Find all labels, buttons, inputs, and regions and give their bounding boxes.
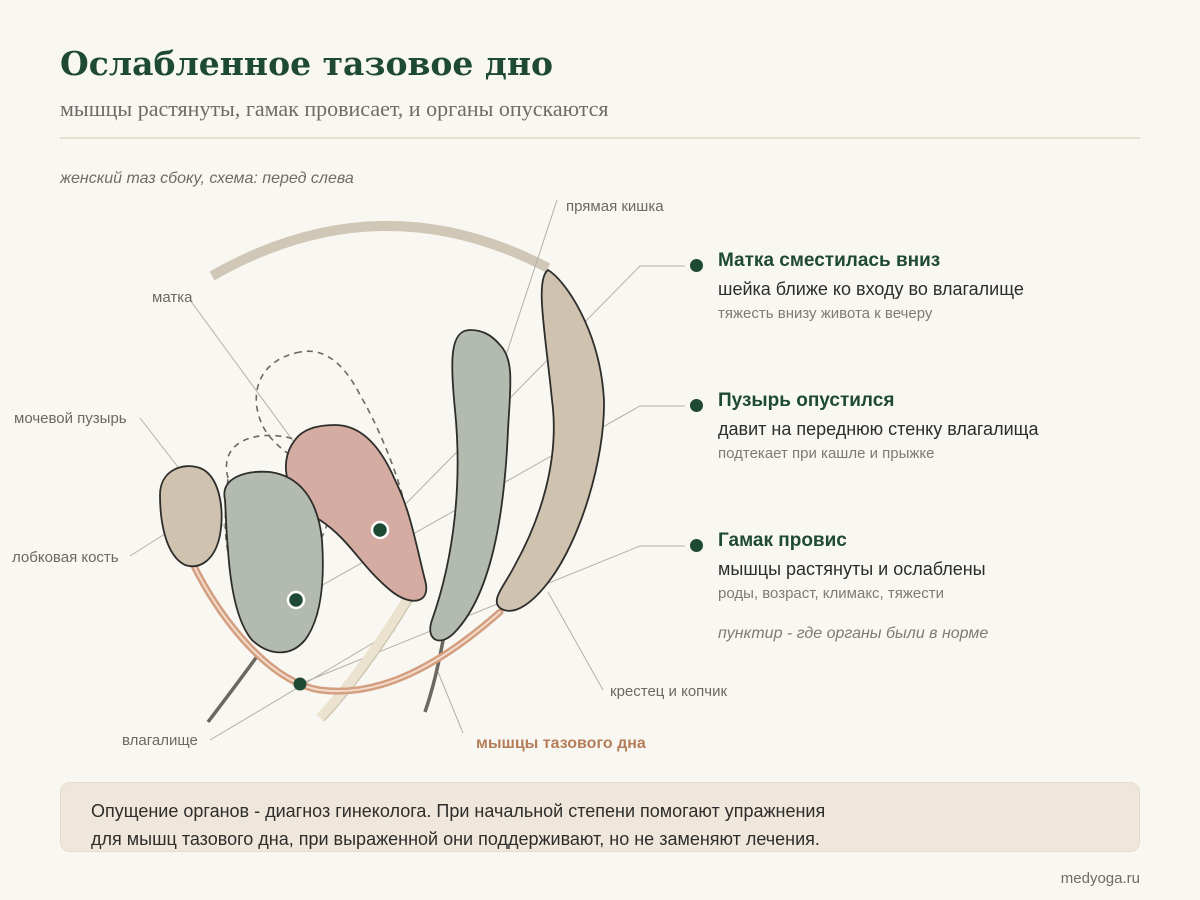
anal-canal-line <box>423 634 446 713</box>
label-sacrum-coccyx: крестец и копчик <box>610 683 727 700</box>
rectum <box>429 329 512 642</box>
disclaimer-line-1: Опущение органов - диагноз гинеколога. П… <box>91 801 826 821</box>
connector-uterus-note <box>379 265 685 531</box>
vagina-tube-edge <box>323 592 418 722</box>
uterus <box>285 424 428 602</box>
note-bullet-dot <box>690 259 703 272</box>
note-text: давит на переднюю стенку влагалища <box>718 419 1039 439</box>
bladder <box>223 470 324 654</box>
urethra-line <box>206 653 260 724</box>
leader-line-sacrum <box>547 591 604 691</box>
diagram-caption: женский таз сбоку, схема: перед слева <box>60 170 354 187</box>
pelvic-floor-muscle-highlight <box>191 561 501 693</box>
note-bullet-dot <box>690 399 703 412</box>
site-link[interactable]: medyoga.ru <box>1060 870 1140 887</box>
note-subtext: тяжесть внизу живота к вечеру <box>718 305 933 322</box>
vagina-tube <box>316 587 418 722</box>
page-title: Ослабленное тазовое дно <box>60 44 554 83</box>
note-subtext: роды, возраст, климакс, тяжести <box>718 585 945 602</box>
note-text: мышцы растянуты и ослаблены <box>718 559 986 579</box>
sacrum-coccyx <box>495 268 605 612</box>
dashed-line-legend: пунктир - где органы были в норме <box>718 625 989 642</box>
label-pubic-bone: лобковая кость <box>12 549 119 566</box>
bladder-marker-dot <box>286 590 306 610</box>
disclaimer-box: Опущение органов - диагноз гинеколога. П… <box>60 782 1140 852</box>
note-subtext: подтекает при кашле и прыжке <box>718 445 935 462</box>
note-text: шейка ближе ко входу во влагалище <box>718 279 1024 299</box>
label-bladder: мочевой пузырь <box>14 410 127 427</box>
label-uterus: матка <box>152 289 193 306</box>
uterus-normal-outline <box>255 350 407 531</box>
label-rectum: прямая кишка <box>566 198 664 215</box>
header-divider <box>60 137 1140 139</box>
uterus-marker-dot <box>370 520 390 540</box>
note-heading: Гамак провис <box>718 530 847 551</box>
disclaimer-line-2: для мышц тазового дна, при выраженной он… <box>91 829 820 849</box>
pubic-bone <box>159 465 223 568</box>
label-vagina: влагалище <box>122 732 198 749</box>
note-heading: Матка сместилась вниз <box>718 250 941 271</box>
connector-muscle-note <box>299 545 685 685</box>
label-pelvic-floor-muscles: мышцы тазового дна <box>476 735 646 752</box>
note-bullet-dot <box>690 539 703 552</box>
leader-line-muscles <box>437 671 464 734</box>
leader-line-pubic-bone <box>129 531 169 557</box>
page-subtitle: мышцы растянуты, гамак провисает, и орга… <box>60 96 609 121</box>
muscle-marker-dot <box>293 677 307 691</box>
abdominal-wall-arc <box>209 221 551 281</box>
note-heading: Пузырь опустился <box>718 390 895 411</box>
